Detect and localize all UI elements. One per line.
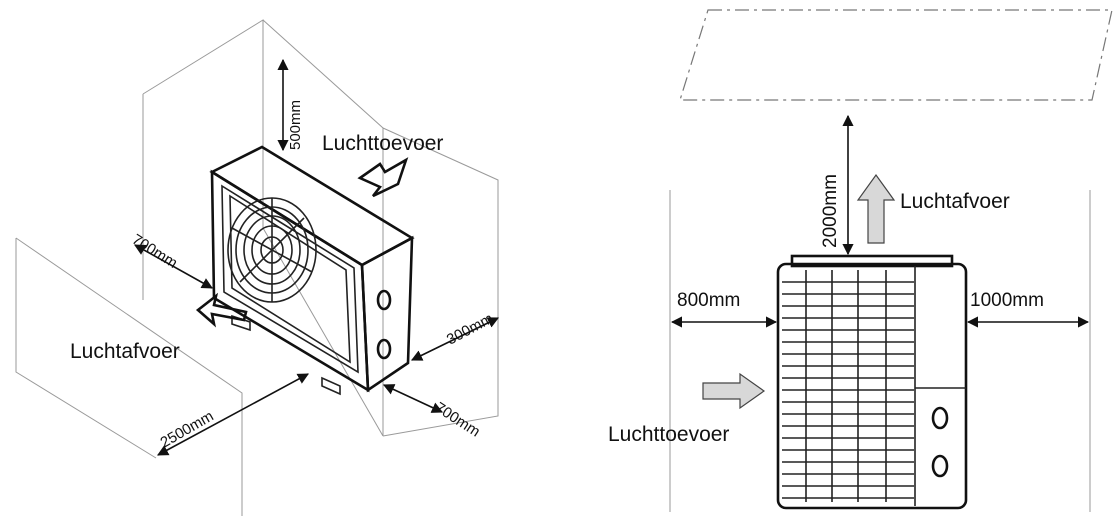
dimension-left-label: 700mm	[129, 231, 180, 272]
heat-pump-unit-iso	[209, 145, 415, 396]
pipe-connection-icon	[931, 406, 949, 430]
dimension-front-label: 2500mm	[158, 408, 217, 452]
air-exhaust-label: Luchtafvoer	[70, 340, 180, 363]
clearance-walls-left	[15, 19, 499, 516]
dimension-top-label: 500mm	[287, 100, 304, 150]
air-intake-arrow-icon	[702, 372, 766, 410]
heat-pump-unit-front	[776, 254, 968, 510]
ceiling-plane	[679, 9, 1113, 101]
dimension-line	[134, 244, 213, 289]
air-exhaust-label: Luchtafvoer	[900, 190, 1010, 213]
dimension-right-label: 300mm	[444, 310, 496, 348]
pipe-connection-icon	[376, 289, 392, 311]
right-front-diagram: Luchtafvoer Luchttoevoer 2000mm 800mm 10…	[608, 9, 1113, 512]
dimension-top-label: 2000mm	[820, 174, 841, 248]
air-intake-label: Luchttoevoer	[608, 423, 729, 446]
pipe-connection-icon	[931, 454, 949, 478]
pipe-connection-icon	[376, 338, 392, 360]
left-isometric-diagram: Luchttoevoer Luchtafvoer 500mm 700mm 300…	[15, 19, 500, 516]
air-exhaust-arrow-icon	[195, 292, 248, 328]
air-intake-label: Luchttoevoer	[322, 132, 443, 155]
dimension-line	[157, 373, 309, 456]
air-grille	[782, 270, 914, 502]
fan-grille	[227, 197, 317, 303]
dimension-left-label: 800mm	[677, 290, 740, 311]
dimension-line	[410, 317, 500, 361]
dimension-line	[382, 384, 444, 413]
air-intake-arrow-icon	[357, 157, 409, 198]
air-exhaust-arrow-icon	[856, 173, 896, 244]
dimension-right-label: 1000mm	[970, 290, 1044, 311]
